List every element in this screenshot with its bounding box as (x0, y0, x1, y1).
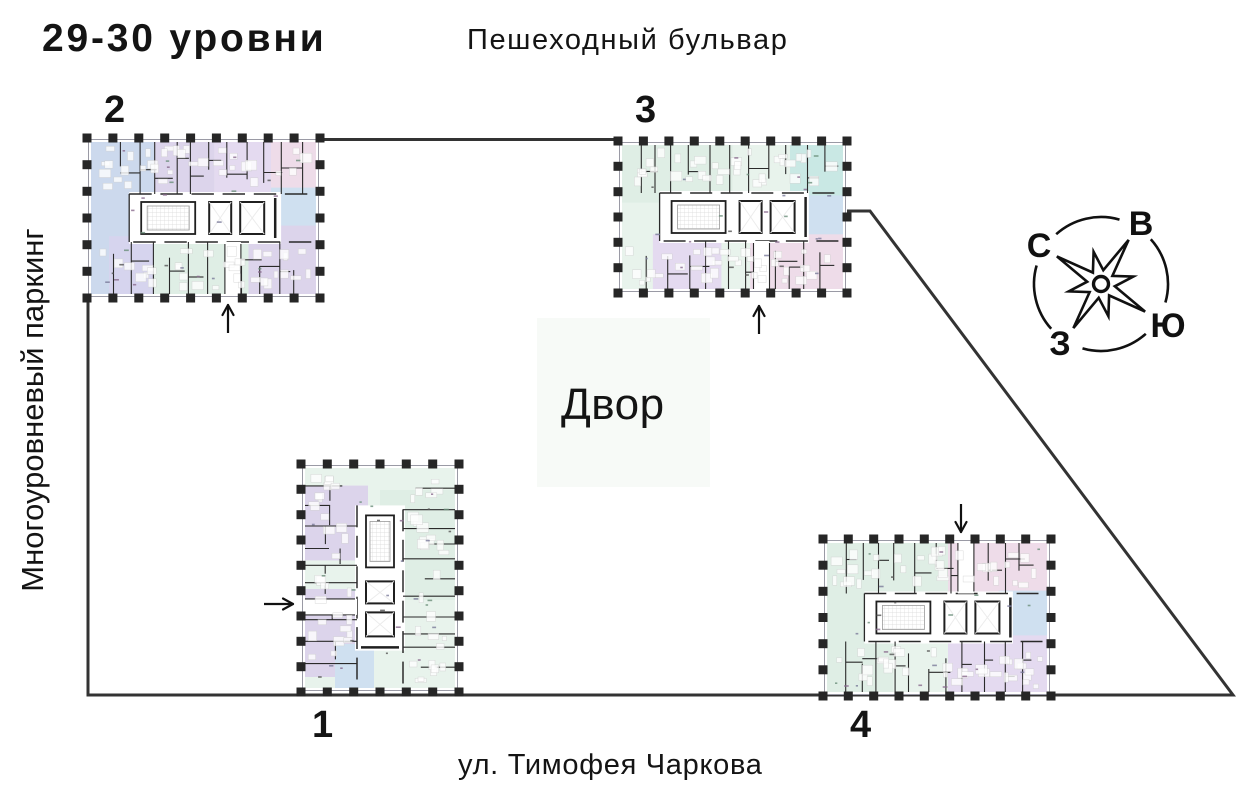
svg-text:Ю: Ю (1150, 307, 1185, 345)
svg-text:С: С (1027, 227, 1052, 265)
svg-text:В: В (1129, 205, 1154, 243)
svg-text:З: З (1049, 325, 1070, 363)
